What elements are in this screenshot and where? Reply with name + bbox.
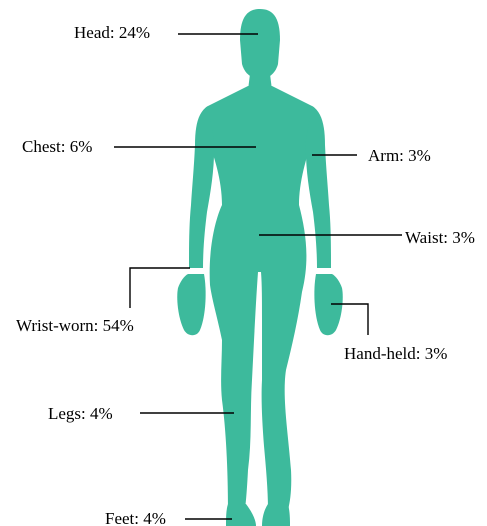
head-shape [240,9,280,79]
left-arm-shape [189,106,214,268]
right-foot-shape [262,504,290,526]
legs-label: Legs: 4% [48,404,113,424]
body-silhouette [177,9,343,526]
torso-and-legs-shape [202,86,318,510]
arm-label: Arm: 3% [368,146,431,166]
right-arm-shape [306,106,331,268]
wrist-worn-label: Wrist-worn: 54% [16,316,134,336]
chest-label: Chest: 6% [22,137,92,157]
waist-label: Waist: 3% [405,228,475,248]
feet-label: Feet: 4% [105,509,166,526]
left-foot-shape [226,504,256,526]
left-hand-shape [177,274,205,335]
head-label: Head: 24% [74,23,150,43]
hand-held-label: Hand-held: 3% [344,344,447,364]
